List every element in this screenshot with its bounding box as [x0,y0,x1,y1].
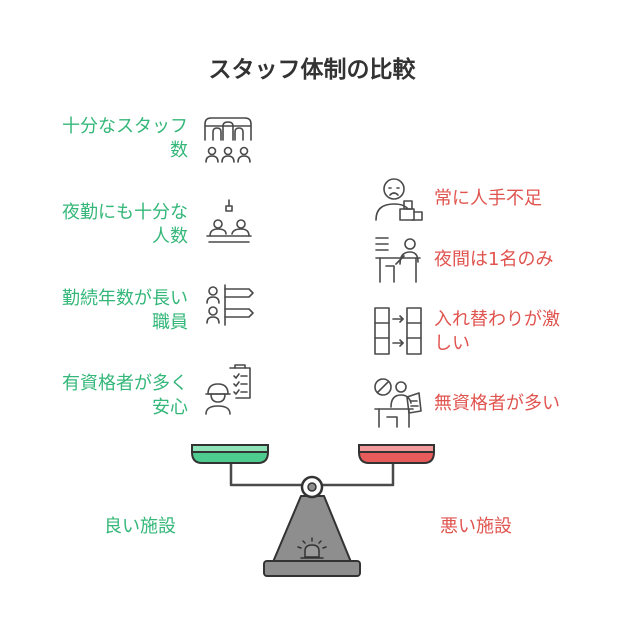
good-item-1-line2: 数 [170,140,188,161]
lone-worker-desk-icon [375,237,421,283]
bell-icon [297,537,327,559]
good-item-2-line1: 夜勤にも十分な [62,202,188,223]
good-facility-caption: 良い施設 [104,516,176,537]
good-item-3-line1: 勤続年数が長い [62,288,188,309]
bad-item-1-line1: 常に人手不足 [434,188,542,209]
swap-arrows-icon [374,307,422,355]
worried-person-boxes-icon [375,178,423,221]
bad-item-2-label: 夜間は1名のみ [434,248,604,272]
bad-item-4-label: 無資格者が多い [434,392,604,416]
diagram-title: スタッフ体制の比較 [208,57,416,83]
bad-item-4-line1: 無資格者が多い [434,393,560,414]
qualified-worker-checklist-icon [205,364,251,415]
good-item-3-line2: 職員 [152,312,188,333]
bad-item-3-line1: 入れ替わりが激 [434,309,560,330]
good-item-4-label: 有資格者が多く 安心 [20,372,188,420]
good-item-1-line1: 十分なスタッフ [62,116,188,137]
scale-stand [263,475,361,577]
good-item-2-line2: 人数 [152,226,188,247]
good-item-2-label: 夜勤にも十分な 人数 [20,201,188,249]
night-shift-desk-icon [206,199,252,243]
bad-facility-caption: 悪い施設 [440,516,512,537]
bad-item-1-label: 常に人手不足 [434,187,604,211]
good-scale-pan [191,444,269,464]
people-under-arches-icon [204,117,252,163]
unqualified-worker-icon [374,378,422,428]
bad-item-3-line2: しい [434,333,470,354]
bad-item-2-line1: 夜間は1名のみ [434,249,554,270]
good-item-4-line1: 有資格者が多く [62,373,188,394]
bad-scale-pan [358,444,435,464]
good-item-3-label: 勤続年数が長い 職員 [20,287,188,335]
staff-signpost-icon [206,284,254,326]
good-item-1-label: 十分なスタッフ 数 [20,115,188,163]
bad-item-3-label: 入れ替わりが激 しい [434,308,604,356]
good-item-4-line2: 安心 [152,397,188,418]
